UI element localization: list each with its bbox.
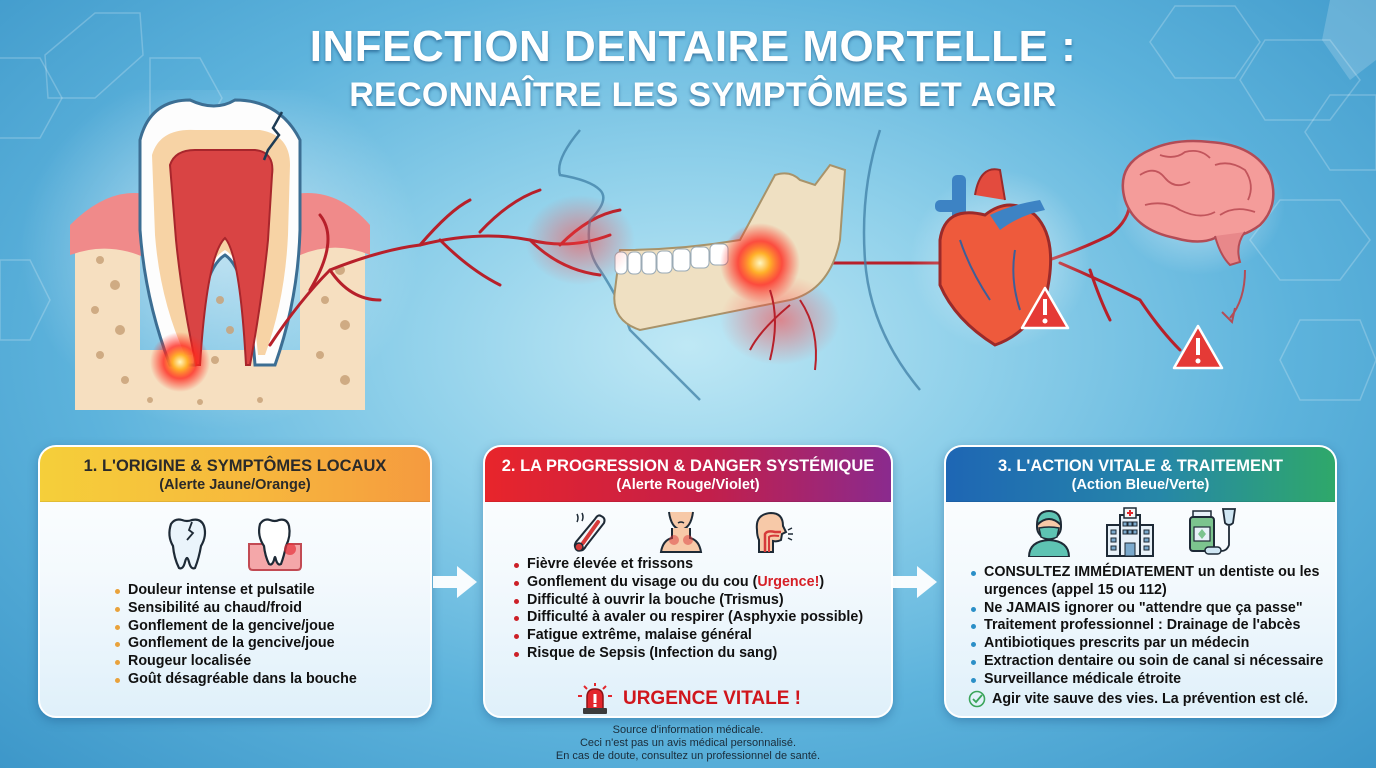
card-subheading: (Action Bleue/Verte) [1071, 477, 1210, 493]
prevention-tip: Agir vite sauve des vies. La prévention … [968, 690, 1335, 708]
list-item: Extraction dentaire ou soin de canal si … [970, 653, 1335, 671]
list-item: CONSULTEZ IMMÉDIATEMENT un dentiste ou l… [970, 564, 1335, 600]
breathing-difficulty-icon [755, 511, 793, 553]
warning-icon [1020, 286, 1070, 330]
card-heading: 2. LA PROGRESSION & DANGER SYSTÉMIQUE [501, 457, 875, 475]
footer-line: En cas de doute, consultez un profession… [555, 750, 821, 762]
list-item: Risque de Sepsis (Infection du sang) [513, 645, 891, 663]
infection-spread-illustration [20, 90, 1285, 430]
list-item: Gonflement du visage ou du cou (Urgence!… [513, 574, 891, 592]
list-item: Rougeur localisée [114, 653, 430, 671]
card-subheading: (Alerte Rouge/Violet) [616, 477, 760, 493]
disclaimer-footer: Source d'information médicale. Ceci n'es… [0, 724, 1376, 763]
card-header: 3. L'ACTION VITALE & TRAITEMENT (Action … [946, 447, 1335, 502]
list-item: Difficulté à ouvrir la bouche (Trismus) [513, 592, 891, 610]
tooth-cross-section-icon [20, 90, 420, 430]
footer-line: Source d'information médicale. [612, 724, 764, 736]
brain-icon [1115, 135, 1285, 325]
list-item: Douleur intense et pulsatile [114, 582, 430, 600]
local-symptoms-list: Douleur intense et pulsatile Sensibilité… [114, 582, 430, 689]
thermometer-fever-icon [573, 512, 606, 552]
heart-icon [910, 168, 1090, 350]
warning-icon [1172, 324, 1224, 370]
list-item: Gonflement de la gencive/joue [114, 635, 430, 653]
card-local-symptoms: 1. L'ORIGINE & SYMPTÔMES LOCAUX (Alerte … [38, 445, 432, 718]
arrow-right-icon [433, 566, 477, 598]
urgence-vitale-label: URGENCE VITALE ! [622, 687, 802, 709]
doctor-icon [1027, 509, 1070, 557]
card-vital-action: 3. L'ACTION VITALE & TRAITEMENT (Action … [944, 445, 1337, 718]
prevention-tip-text: Agir vite sauve des vies. La prévention … [992, 690, 1309, 707]
arrow-right-icon [893, 566, 937, 598]
systemic-symptoms-list: Fièvre élevée et frissons Gonflement du … [513, 556, 891, 663]
card-header: 2. LA PROGRESSION & DANGER SYSTÉMIQUE (A… [485, 447, 891, 502]
page-title: INFECTION DENTAIRE MORTELLE : [309, 22, 1077, 71]
card-heading: 3. L'ACTION VITALE & TRAITEMENT [997, 457, 1284, 475]
list-item: Sensibilité au chaud/froid [114, 600, 430, 618]
list-item: Traitement professionnel : Drainage de l… [970, 617, 1335, 635]
medicine-drain-icon [1188, 508, 1236, 555]
list-item: Antibiotiques prescrits par un médecin [970, 635, 1335, 653]
list-item: Gonflement de la gencive/joue [114, 618, 430, 636]
list-item: Ne JAMAIS ignorer ou "attendre que ça pa… [970, 600, 1335, 618]
urgence-vitale-alert: URGENCE VITALE ! [485, 682, 891, 715]
swollen-neck-icon [659, 511, 703, 553]
list-item: Goût désagréable dans la bouche [114, 671, 430, 689]
cracked-tooth-icon [168, 518, 207, 570]
list-item: Difficulté à avaler ou respirer (Asphyxi… [513, 609, 891, 627]
check-circle-icon [968, 690, 986, 707]
inflamed-gum-tooth-icon [248, 518, 302, 571]
card-header: 1. L'ORIGINE & SYMPTÔMES LOCAUX (Alerte … [40, 447, 430, 502]
hospital-icon [1105, 507, 1154, 557]
urgence-highlight: Urgence! [757, 573, 820, 590]
card-systemic-danger: 2. LA PROGRESSION & DANGER SYSTÉMIQUE (A… [483, 445, 893, 718]
card-subheading: (Alerte Jaune/Orange) [159, 477, 311, 493]
footer-line: Ceci n'est pas un avis médical personnal… [579, 737, 797, 749]
list-item: Fièvre élevée et frissons [513, 556, 891, 574]
card-heading: 1. L'ORIGINE & SYMPTÔMES LOCAUX [83, 457, 387, 475]
list-item: Fatigue extrême, malaise général [513, 627, 891, 645]
treatment-action-list: CONSULTEZ IMMÉDIATEMENT un dentiste ou l… [970, 564, 1335, 689]
page-subtitle: RECONNAÎTRE LES SYMPTÔMES ET AGIR [349, 76, 1057, 114]
list-item: Surveillance médicale étroite [970, 671, 1335, 689]
siren-icon [577, 682, 612, 714]
